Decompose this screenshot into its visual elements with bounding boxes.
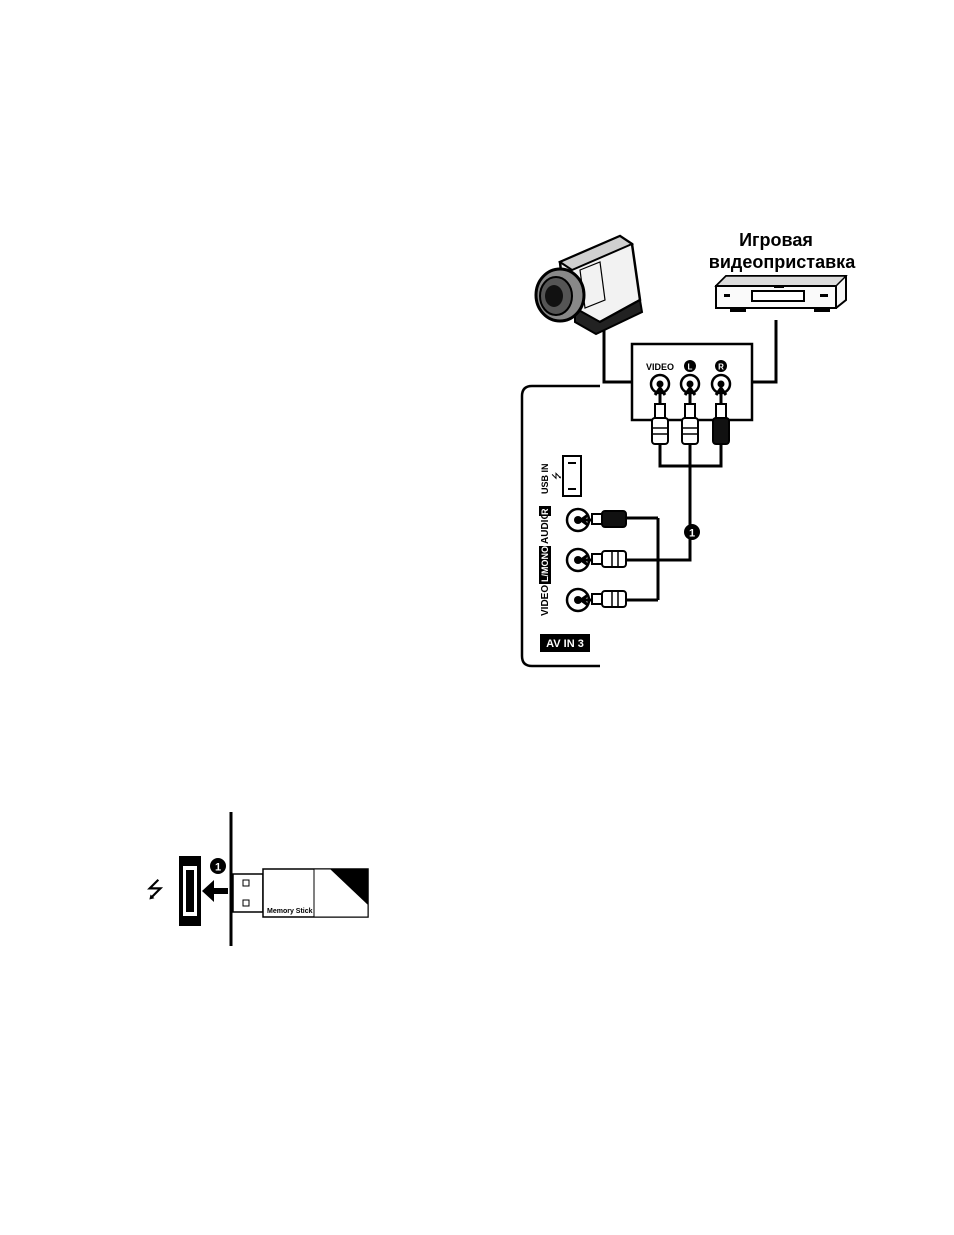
game-console-icon	[716, 276, 846, 312]
rca-plugs-top	[652, 404, 729, 444]
device-right-label: R	[718, 363, 724, 372]
tv-usb-symbol-icon: ⭍	[551, 472, 563, 480]
insert-arrow-icon	[202, 880, 228, 902]
tv-usb-in-label: USB IN	[540, 463, 550, 494]
tv-lmono-label: L/MONO	[540, 546, 550, 582]
device-left-label: L	[688, 363, 693, 372]
camcorder-icon	[536, 236, 642, 334]
tv-audio-r-label: R	[540, 508, 550, 515]
console-label-line2: видеоприставка	[709, 252, 856, 272]
device-video-label: VIDEO	[646, 362, 674, 372]
av-cable-ends	[626, 518, 658, 600]
tv-video-label: VIDEO	[540, 585, 551, 616]
callout-1-number: 1	[689, 528, 695, 540]
memory-stick-label: Memory Stick	[267, 908, 313, 915]
usb-port-icon	[179, 856, 201, 926]
av-in-label: AV IN 3	[546, 638, 584, 650]
usb-symbol-icon: ⭍	[146, 877, 164, 902]
console-cable	[752, 320, 776, 382]
camcorder-cable	[604, 330, 632, 382]
console-label-line1: Игровая	[739, 230, 813, 250]
usb-callout-1-number: 1	[215, 862, 221, 874]
av-cable-bundle	[658, 444, 721, 560]
